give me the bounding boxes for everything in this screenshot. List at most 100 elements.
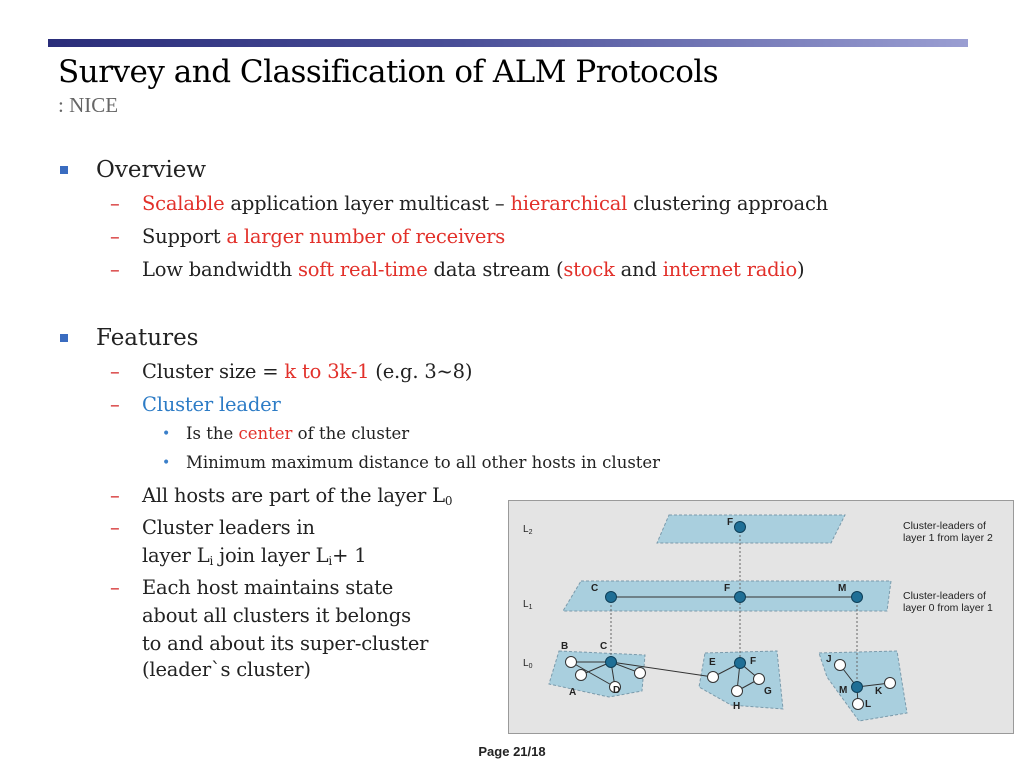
join-text-b: join layer L [213, 544, 329, 567]
leader-node-m-l0 [851, 681, 863, 693]
dash-bullet-icon: – [110, 225, 120, 248]
host-node-extra [634, 667, 646, 679]
text-segment: of the cluster [292, 424, 410, 443]
square-bullet-icon [60, 334, 68, 342]
cluster-region-l0-middle [698, 650, 784, 710]
state-line: to and about its super-cluster [142, 632, 429, 655]
host-node-l [852, 698, 864, 710]
title-accent-bar [48, 39, 968, 47]
host-node-h [731, 685, 743, 697]
nice-hierarchy-diagram: L2 L1 L0 F C F M B C A D E F G H J M K L… [508, 500, 1014, 734]
text-segment: ) [797, 258, 805, 281]
note-layer0-from-layer1: Cluster-leaders of [903, 590, 986, 602]
note-layer1-from-layer2: layer 1 from layer 2 [903, 532, 993, 544]
page-number: Page 21/18 [478, 744, 546, 759]
node-label: E [709, 657, 716, 668]
square-bullet-icon [60, 166, 68, 174]
node-label: B [561, 641, 568, 652]
dash-bullet-icon: – [110, 393, 120, 416]
text-segment: data stream ( [427, 258, 564, 281]
cluster-region-l0-left [548, 650, 646, 698]
layer-label-l2: L2 [523, 524, 533, 536]
join-item-line1: Cluster leaders in [142, 516, 315, 539]
join-subscript-2: i [328, 554, 333, 568]
dash-bullet-icon: – [110, 360, 120, 383]
node-label: F [750, 656, 756, 667]
node-label: C [591, 583, 598, 594]
dash-bullet-icon: – [110, 516, 120, 539]
page-subtitle: : NICE [58, 93, 119, 117]
leader-node-f-l2 [734, 521, 746, 533]
overview-heading: Overview [96, 157, 207, 183]
layer-label-l1: L1 [523, 599, 533, 611]
text-segment: stock [563, 258, 615, 281]
layer0-text: All hosts are part of the layer L [142, 484, 445, 507]
node-label: C [600, 641, 607, 652]
node-label: M [839, 685, 847, 696]
state-line: about all clusters it belongs [142, 604, 411, 627]
text-segment: Scalable [142, 192, 225, 215]
join-item-line2: layer Li join layer Li+ 1 [142, 544, 367, 573]
node-label: M [838, 583, 846, 594]
text-segment: internet radio [662, 258, 797, 281]
text-segment: and [614, 258, 663, 281]
join-text-a: layer L [142, 544, 210, 567]
host-node-k [884, 677, 896, 689]
note-layer0-from-layer1: layer 0 from layer 1 [903, 602, 993, 614]
layer0-item: All hosts are part of the layer L0 [142, 484, 452, 513]
leader-point: Minimum maximum distance to all other ho… [186, 453, 660, 473]
cluster-leader-item: Cluster leader [142, 393, 281, 416]
hierarchy-svg: L2 L1 L0 F C F M B C A D E F G H J M K L… [523, 514, 993, 722]
dash-bullet-icon: – [110, 258, 120, 281]
text-segment: Minimum maximum distance to all other ho… [186, 453, 661, 472]
text-segment: application layer multicast – [224, 192, 511, 215]
node-label: F [724, 583, 730, 594]
dash-bullet-icon: – [110, 576, 120, 599]
page-title: Survey and Classification of ALM Protoco… [58, 54, 719, 90]
overview-item: Low bandwidth soft real-time data stream… [142, 258, 805, 282]
state-line: Each host maintains state [142, 576, 394, 599]
cluster-size-prefix: Cluster size = [142, 360, 285, 383]
overview-item: Support a larger number of receivers [142, 225, 505, 249]
features-heading: Features [96, 325, 199, 351]
node-label: D [613, 685, 620, 696]
leader-node-m-l1 [851, 591, 863, 603]
leader-node-c-l1 [605, 591, 617, 603]
dot-bullet-icon: • [162, 455, 171, 471]
host-node-j [834, 659, 846, 671]
host-node-d [609, 681, 621, 693]
text-segment: clustering approach [627, 192, 829, 215]
layer-label-l0: L0 [523, 658, 533, 670]
join-text-c: + 1 [332, 544, 367, 567]
text-segment: soft real-time [297, 258, 428, 281]
node-label: G [764, 686, 772, 697]
text-segment: Is the [186, 424, 239, 443]
dash-bullet-icon: – [110, 192, 120, 215]
text-segment: Support [142, 225, 227, 248]
text-segment: Low bandwidth [142, 258, 298, 281]
cluster-region-l1 [562, 580, 892, 612]
leader-point: Is the center of the cluster [186, 424, 409, 444]
cluster-size-suffix: (e.g. 3~8) [369, 360, 473, 383]
text-segment: a larger number of receivers [226, 225, 506, 248]
text-segment: hierarchical [510, 192, 628, 215]
node-label: K [875, 686, 883, 697]
node-label: H [733, 701, 740, 712]
layer0-subscript: 0 [444, 494, 453, 508]
host-node-g [753, 673, 765, 685]
leader-node-f-l0 [734, 657, 746, 669]
join-subscript-1: i [209, 554, 214, 568]
host-node-e [707, 671, 719, 683]
node-label: F [727, 517, 733, 528]
leader-node-f-l1 [734, 591, 746, 603]
overview-item: Scalable application layer multicast – h… [142, 192, 828, 216]
note-layer1-from-layer2: Cluster-leaders of [903, 520, 986, 532]
cluster-region-l2 [656, 514, 846, 544]
host-node-a [575, 669, 587, 681]
host-node-b [565, 656, 577, 668]
leader-node-c-l0 [605, 656, 617, 668]
node-label: J [826, 654, 832, 665]
state-line: (leader`s cluster) [142, 658, 311, 681]
dot-bullet-icon: • [162, 426, 171, 442]
cluster-size-item: Cluster size = k to 3k-1 (e.g. 3~8) [142, 360, 472, 384]
